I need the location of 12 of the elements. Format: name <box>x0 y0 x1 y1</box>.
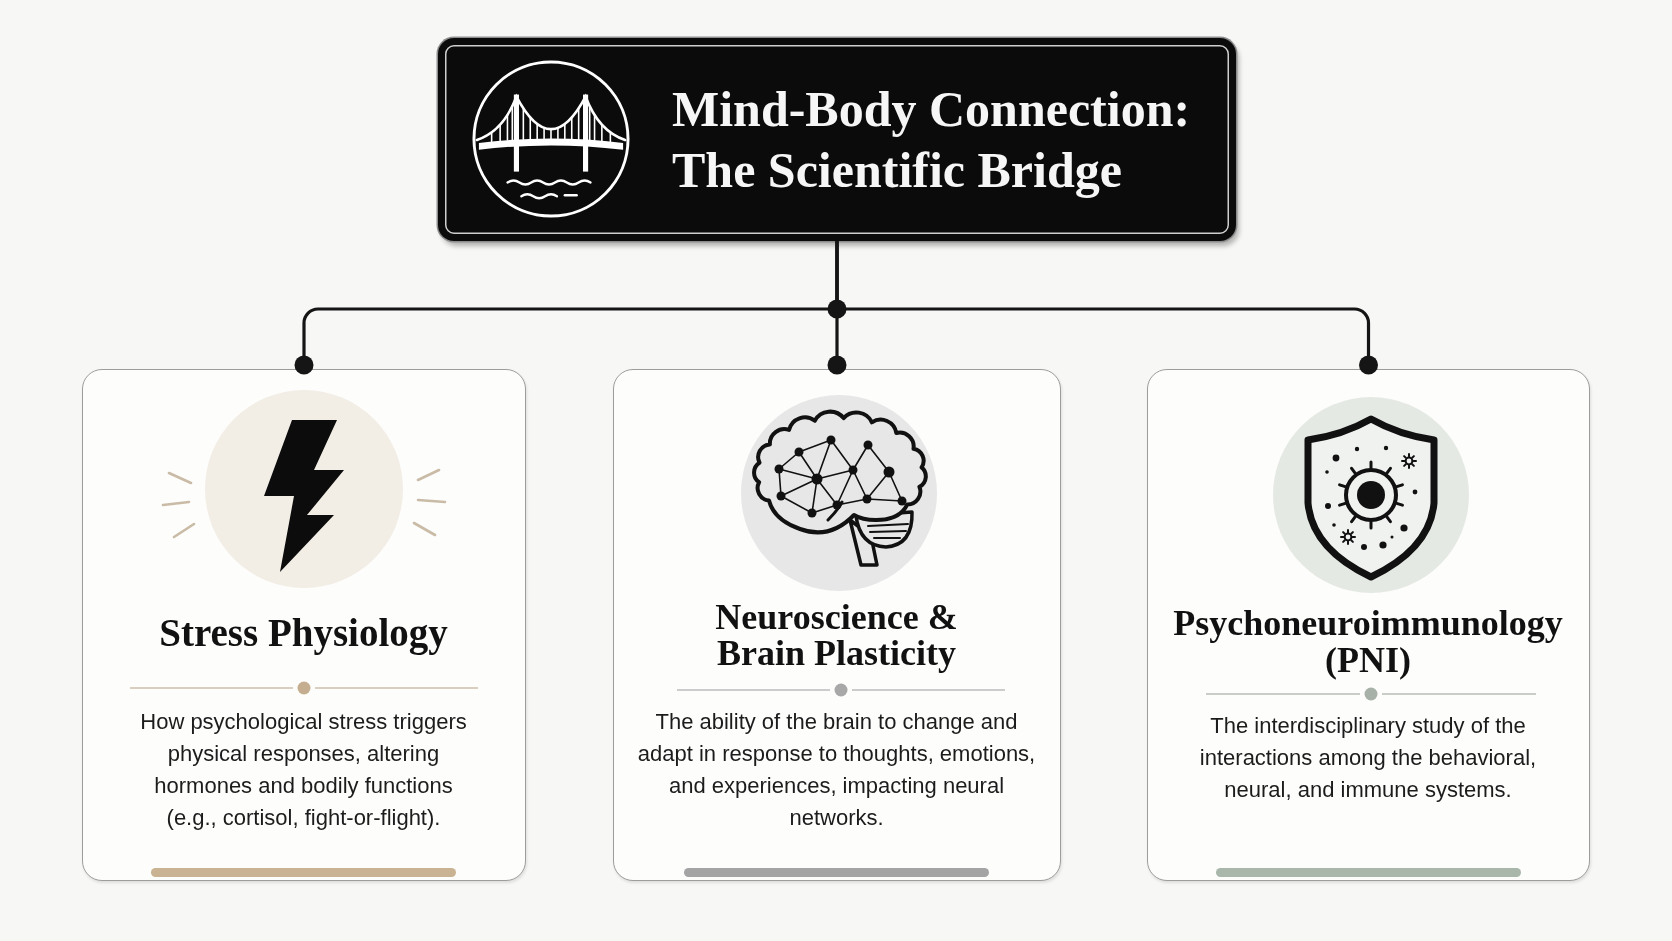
card-heading: Psychoneuroimmunology (PNI) <box>1172 605 1564 679</box>
title-text: Mind-Body Connection: The Scientific Bridge <box>672 79 1192 200</box>
topic-card <box>1147 369 1590 881</box>
card-description: The ability of the brain to change and adapt in response to thoughts, emotions, and experiences, impacting neural networks. <box>636 708 1037 832</box>
card-description: How psychological stress triggers physical responses, altering hormones and bodily functions (e.g., cortisol, fight-or-flight). <box>139 708 468 832</box>
card-heading: Stress Physiology <box>158 613 449 653</box>
topic-card <box>82 369 526 881</box>
topic-card <box>613 369 1061 881</box>
card-description: The interdisciplinary study of the interactions among the behavioral, neural, and immune systems. <box>1198 712 1538 804</box>
title-box <box>438 38 1236 241</box>
connector-line <box>835 241 1378 375</box>
card-heading: Neuroscience & Brain Plasticity <box>714 599 959 671</box>
